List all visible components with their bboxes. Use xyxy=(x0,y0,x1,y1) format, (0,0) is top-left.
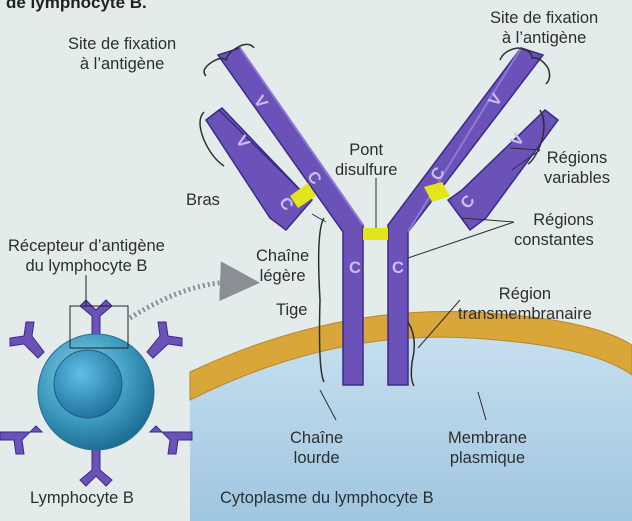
title-fragment: de lymphocyte B. xyxy=(6,0,147,13)
disulfide-bridge-center xyxy=(363,228,388,240)
label-lymphocyte-b: Lymphocyte B xyxy=(30,488,134,508)
label-cytoplasme: Cytoplasme du lymphocyte B xyxy=(220,488,434,508)
lymphocyte-cell xyxy=(0,300,192,486)
zoom-arrow xyxy=(130,282,240,318)
label-tige: Tige xyxy=(276,300,308,320)
domain-letter-c-left-stem: C xyxy=(349,258,361,278)
label-bras: Bras xyxy=(186,190,220,210)
domain-letter-c-right-stem: C xyxy=(392,258,404,278)
